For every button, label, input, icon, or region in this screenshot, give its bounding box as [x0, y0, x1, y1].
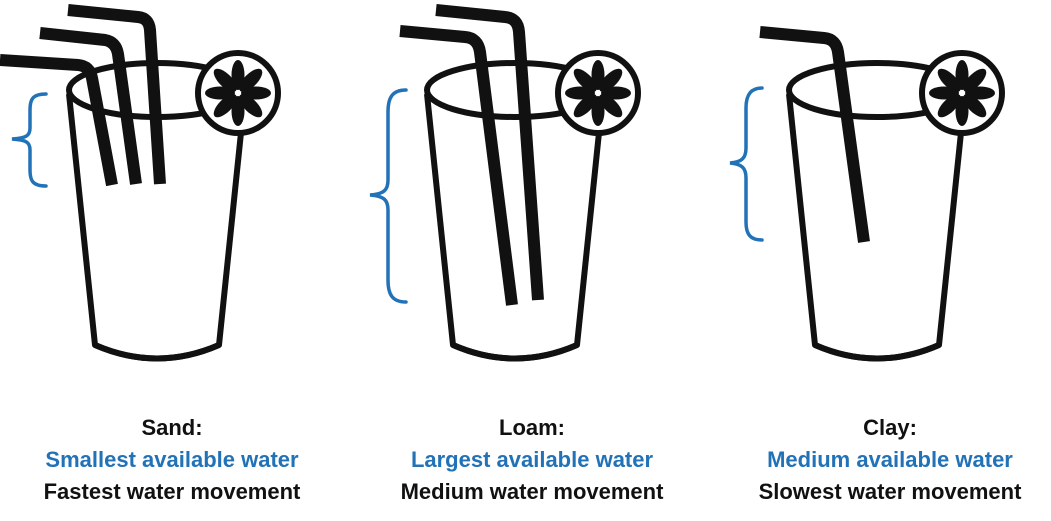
- lemon-slice-icon: [922, 53, 1002, 133]
- water-movement-label: Medium water movement: [400, 479, 664, 504]
- brace-icon: [369, 88, 408, 304]
- straw-icon: [759, 26, 870, 243]
- straw-icon: [399, 4, 544, 306]
- lemon-slice-icon: [198, 53, 278, 133]
- brace-icon: [729, 86, 764, 242]
- water-movement-label: Slowest water movement: [758, 479, 1022, 504]
- sand-caption: Sand: Smallest available water Fastest w…: [0, 412, 352, 508]
- loam-caption: Loam: Largest available water Medium wat…: [352, 412, 712, 508]
- available-water-label: Medium available water: [767, 447, 1013, 472]
- sand-panel: [0, 4, 278, 362]
- clay-caption: Clay: Medium available water Slowest wat…: [710, 412, 1051, 508]
- brace-icon: [11, 92, 48, 188]
- clay-panel: [729, 26, 1002, 362]
- straw-icon: [0, 4, 166, 187]
- available-water-label: Smallest available water: [45, 447, 299, 472]
- soil-title: Sand:: [141, 415, 203, 440]
- soil-title: Clay:: [863, 415, 917, 440]
- available-water-label: Largest available water: [410, 447, 654, 472]
- water-movement-label: Fastest water movement: [43, 479, 301, 504]
- lemon-slice-icon: [558, 53, 638, 133]
- soil-title: Loam:: [499, 415, 565, 440]
- loam-panel: [369, 4, 638, 362]
